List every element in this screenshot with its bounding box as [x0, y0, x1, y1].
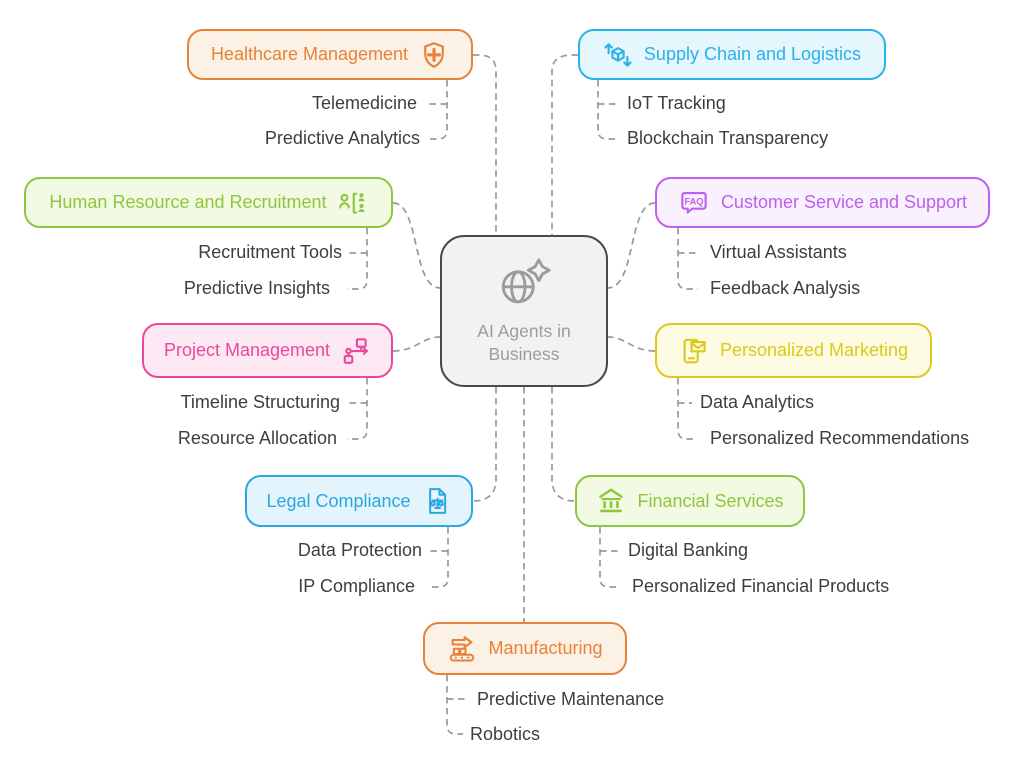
sub-item-iot-tracking: IoT Tracking	[627, 93, 726, 113]
branch-personalized-marketing[interactable]: Personalized Marketing	[655, 323, 932, 378]
branch-human-resource-and-recruitment[interactable]: Human Resource and Recruitment	[24, 177, 393, 228]
sub-item-resource-allocation: Resource Allocation	[177, 428, 337, 448]
cube-arrows-icon	[603, 40, 633, 70]
sub-item-timeline-structuring: Timeline Structuring	[180, 392, 340, 412]
branch-healthcare-management[interactable]: Healthcare Management	[187, 29, 473, 80]
sub-item-digital-banking: Digital Banking	[628, 540, 749, 560]
branch-label: Human Resource and Recruitment	[49, 192, 327, 212]
branch-label: Project Management	[163, 340, 331, 360]
svg-text:FAQ: FAQ	[684, 196, 703, 206]
wire-center-healthcare	[473, 54, 497, 235]
center-label: AI Agents in Business	[477, 320, 570, 366]
wire-center-marketing	[607, 336, 656, 352]
sub-item-ip-compliance: IP Compliance	[298, 576, 415, 596]
wire-manufacturing-children	[446, 675, 463, 735]
wire-center-financial	[551, 387, 576, 502]
document-scales-icon	[422, 486, 452, 516]
branch-label: Financial Services	[637, 490, 784, 511]
branch-manufacturing[interactable]: Manufacturing	[423, 622, 627, 675]
wire-supplychain-children	[597, 80, 617, 140]
sub-item-virtual-assistants: Virtual Assistants	[710, 242, 847, 262]
bank-icon	[596, 486, 626, 516]
sub-item-robotics: Robotics	[470, 724, 541, 744]
org-people-icon	[338, 188, 368, 218]
branch-label: Customer Service and Support	[720, 192, 968, 212]
wire-financial-children	[599, 527, 620, 588]
wire-customer-children	[677, 228, 698, 290]
branch-supply-chain-and-logistics[interactable]: Supply Chain and Logistics	[578, 29, 886, 80]
sub-item-feedback-analysis: Feedback Analysis	[710, 278, 861, 298]
wire-healthcare-children	[427, 80, 448, 140]
sub-item-recruitment-tools: Recruitment Tools	[198, 242, 342, 262]
sub-item-telemedicine: Telemedicine	[311, 93, 417, 113]
branch-legal-compliance[interactable]: Legal Compliance	[245, 475, 473, 527]
wire-center-project	[392, 336, 441, 352]
faq-bubble-icon: FAQ	[678, 188, 710, 218]
branch-label: Supply Chain and Logistics	[643, 44, 862, 64]
sub-item-personalized-recommendations: Personalized Recommendations	[710, 428, 970, 448]
phone-mail-icon	[679, 336, 709, 366]
branch-label: Personalized Marketing	[719, 340, 909, 360]
wire-center-supplychain	[551, 54, 578, 235]
center-label-line2: Business	[488, 343, 560, 364]
wire-center-legal	[472, 387, 497, 502]
sub-item-predictive-analytics: Predictive Analytics	[264, 128, 420, 148]
wire-marketing-children	[677, 378, 696, 440]
wire-center-hr	[392, 202, 441, 289]
branch-label: Healthcare Management	[210, 44, 409, 64]
sub-item-predictive-maintenance: Predictive Maintenance	[477, 689, 665, 709]
sub-item-data-protection: Data Protection	[297, 540, 422, 560]
center-node[interactable]: AI Agents in Business	[440, 235, 608, 387]
wire-center-customer	[607, 202, 656, 289]
branch-financial-services[interactable]: Financial Services	[575, 475, 805, 527]
wire-project-children	[347, 378, 368, 440]
center-label-line1: AI Agents in	[477, 320, 571, 341]
conveyor-icon	[447, 634, 477, 664]
sub-item-predictive-insights: Predictive Insights	[183, 278, 330, 298]
shield-cross-icon	[419, 40, 449, 70]
sub-item-personalized-financial-products: Personalized Financial Products	[632, 576, 890, 596]
globe-sparkle-icon	[497, 257, 551, 312]
wire-hr-children	[347, 228, 368, 290]
flowchart-icon	[341, 336, 371, 366]
branch-label: Legal Compliance	[266, 490, 411, 511]
branch-label: Manufacturing	[488, 638, 603, 658]
sub-item-blockchain-transparency: Blockchain Transparency	[627, 128, 829, 148]
sub-item-data-analytics: Data Analytics	[700, 392, 815, 412]
wire-legal-children	[428, 527, 449, 588]
branch-project-management[interactable]: Project Management	[142, 323, 393, 378]
branch-customer-service-and-support[interactable]: FAQ Customer Service and Support	[655, 177, 990, 228]
